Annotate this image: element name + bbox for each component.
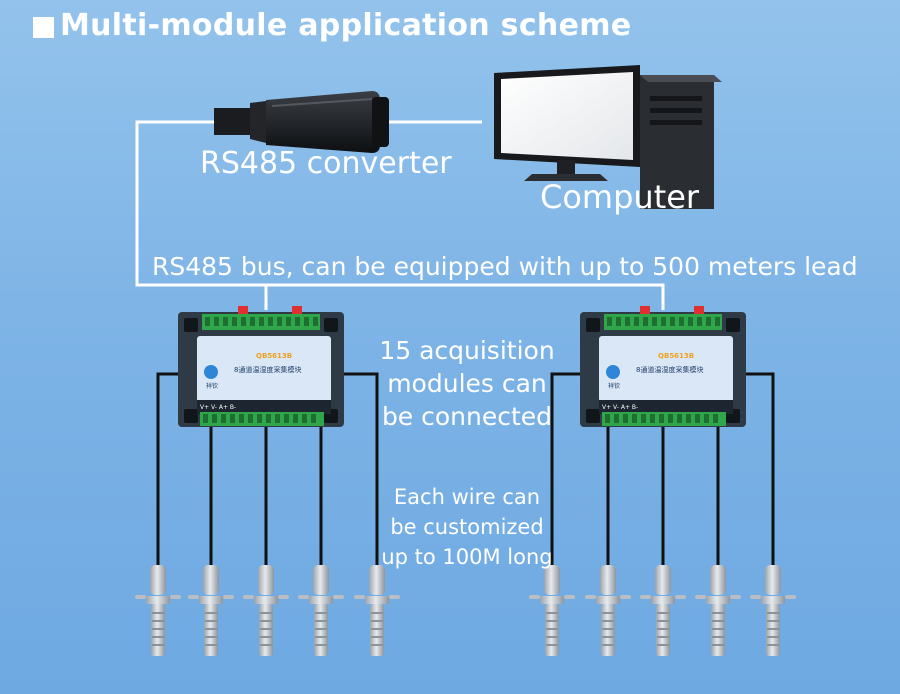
- module-model-label: QB5613B: [658, 352, 694, 360]
- computer-label: Computer: [540, 178, 700, 216]
- converter-left-line: [135, 120, 665, 310]
- bus-lines: [135, 120, 665, 310]
- acquisition-module-2: QB5613B 8通道温湿度采集模块 祥钦 V+ V- A+ B-: [580, 306, 746, 427]
- sensor-icon: [529, 565, 575, 656]
- title-bullet-icon: [33, 17, 54, 38]
- module-name-label: 8通道温湿度采集模块: [234, 365, 301, 374]
- wire-note-line: Each wire can: [393, 485, 541, 509]
- sensor-icon: [188, 565, 234, 656]
- sensor-icon: [135, 565, 181, 656]
- module-terminal-label: V+ V- A+ B-: [200, 404, 236, 411]
- page-title: Multi-module application scheme: [60, 8, 632, 43]
- wire-note-line: be customized: [390, 515, 544, 539]
- modules-note: 15 acquisition modules can be connected: [372, 334, 562, 433]
- wire-note-line: up to 100M long: [381, 545, 553, 569]
- wire-note: Each wire can be customized up to 100M l…: [374, 482, 560, 572]
- modules-note-line: 15 acquisition: [379, 336, 555, 365]
- sensor-icon: [243, 565, 289, 656]
- computer-icon: [494, 65, 722, 209]
- sensor-icon: [298, 565, 344, 656]
- sensor-icon: [640, 565, 686, 656]
- sensor-icon: [695, 565, 741, 656]
- module-terminal-label: V+ V- A+ B-: [602, 404, 638, 411]
- modules-note-line: modules can: [387, 369, 547, 398]
- rs485-converter-icon: [214, 91, 389, 153]
- sensor-icon: [354, 565, 400, 656]
- sensor-icon: [585, 565, 631, 656]
- acquisition-module-1: QB5613B 8通道温湿度采集模块 祥钦 V+ V- A+ B-: [178, 306, 344, 427]
- sensor-wires: [156, 372, 775, 570]
- module-model-label: QB5613B: [256, 352, 292, 360]
- module-brand-label: 祥钦: [608, 382, 620, 390]
- module-brand-label: 祥钦: [206, 382, 218, 390]
- rs485-bus-label: RS485 bus, can be equipped with up to 50…: [152, 252, 858, 281]
- sensor-icon: [750, 565, 796, 656]
- rs485-converter-label: RS485 converter: [200, 146, 452, 181]
- temperature-humidity-sensors: [135, 565, 796, 656]
- modules-note-line: be connected: [381, 402, 553, 431]
- module-name-label: 8通道温湿度采集模块: [636, 365, 703, 374]
